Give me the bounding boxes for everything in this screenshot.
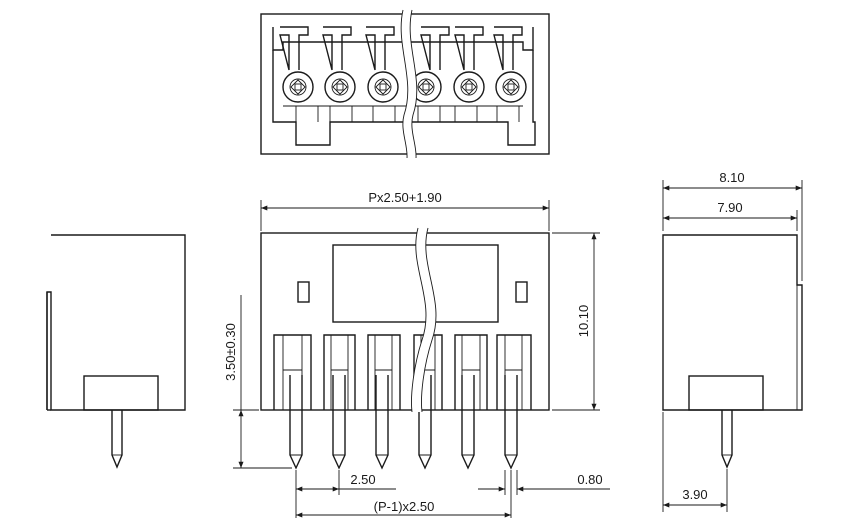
dim-total-length: Px2.50+1.90 [368,190,441,205]
front-view [260,227,550,470]
dim-pin-width: 0.80 [577,472,602,487]
top-view-screws [282,71,527,103]
dim-pin-length: 3.50±0.30 [223,323,238,381]
dim-height: 10.10 [576,305,591,338]
front-view-pins [289,375,518,470]
left-side-view [46,234,186,469]
dim-pitch: 2.50 [350,472,375,487]
dimension-lines [233,180,803,518]
top-view [260,9,550,159]
front-view-slots [273,334,532,410]
dim-side-pin-offset: 3.90 [682,487,707,502]
dim-pitch-span: (P-1)x2.50 [374,499,435,514]
dim-side-depth-inner: 7.90 [717,200,742,215]
dim-side-depth-outer: 8.10 [719,170,744,185]
top-view-contacts [279,26,523,122]
right-side-view [662,234,803,469]
dimension-labels: Px2.50+1.90 10.10 3.50±0.30 2.50 (P-1)x2… [223,170,745,514]
